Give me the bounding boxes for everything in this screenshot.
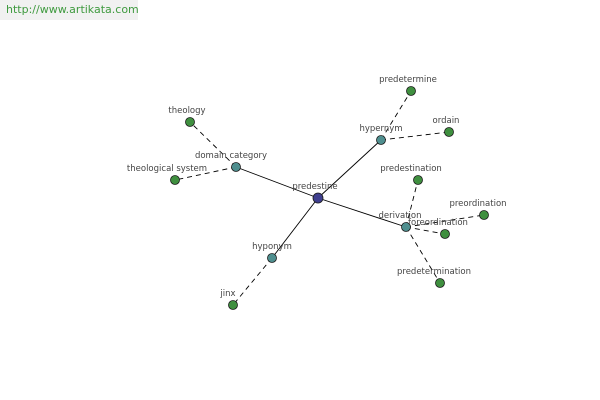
edge-derivation-preordination	[405, 214, 485, 228]
edge-hypernym-ordain	[380, 131, 450, 141]
node-theological-system[interactable]	[170, 175, 180, 185]
edges-layer	[174, 90, 485, 306]
node-label-predetermine: predetermine	[379, 75, 437, 85]
node-preordination[interactable]	[479, 210, 489, 220]
edge-domain-category-theological-system	[174, 166, 237, 181]
node-label-theological-system: theological system	[127, 164, 207, 174]
edge-derivation-predetermination	[405, 226, 441, 284]
node-label-preordination: preordination	[449, 199, 506, 209]
node-domain-category[interactable]	[231, 162, 241, 172]
node-label-derivation: derivation	[378, 211, 421, 221]
node-label-foreordination: foreordination	[408, 218, 468, 228]
nodes-layer	[170, 86, 489, 310]
node-label-ordain: ordain	[433, 116, 460, 126]
edge-predestine-hypernym	[317, 139, 382, 199]
node-label-predestine: predestine	[292, 182, 337, 192]
node-label-theology: theology	[168, 106, 205, 116]
edge-predestine-hyponym	[271, 197, 319, 259]
node-ordain[interactable]	[444, 127, 454, 137]
node-jinx[interactable]	[228, 300, 238, 310]
node-label-hyponym: hyponym	[252, 242, 292, 252]
node-label-predestination: predestination	[380, 164, 442, 174]
node-label-hypernym: hypernym	[359, 124, 402, 134]
labels-layer: predestine hypernym domain category derivat…	[127, 75, 507, 299]
node-predestination[interactable]	[413, 175, 423, 185]
node-foreordination[interactable]	[440, 229, 450, 239]
edge-predestine-derivation	[317, 197, 407, 228]
node-predetermine[interactable]	[406, 86, 416, 96]
node-label-jinx: jinx	[219, 289, 235, 299]
node-label-predetermination: predetermination	[397, 267, 471, 277]
node-theology[interactable]	[185, 117, 195, 127]
node-predestine[interactable]	[312, 192, 324, 204]
node-label-domain-category: domain category	[195, 151, 267, 161]
edge-derivation-foreordination	[405, 226, 446, 235]
node-derivation[interactable]	[401, 222, 411, 232]
edge-hypernym-predetermine	[380, 90, 412, 141]
node-hyponym[interactable]	[267, 253, 277, 263]
edge-hyponym-jinx	[232, 257, 273, 306]
node-predetermination[interactable]	[435, 278, 445, 288]
artikata-url-text: http://www.artikata.com	[0, 0, 139, 20]
node-hypernym[interactable]	[376, 135, 386, 145]
edge-domain-category-theology	[189, 121, 237, 168]
edge-predestine-domain-category	[235, 166, 319, 199]
edge-derivation-predestination	[405, 179, 419, 228]
